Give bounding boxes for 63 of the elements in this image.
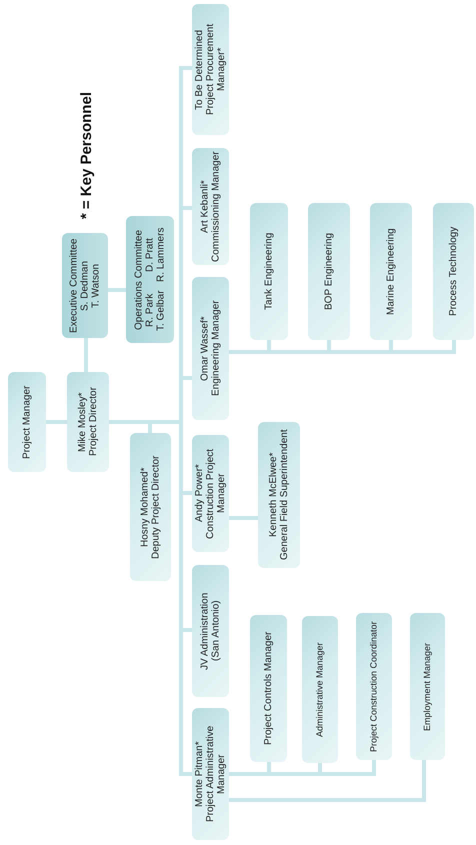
node-text: Andy Power*: [194, 464, 205, 522]
node-text: Art Kebanli*: [200, 180, 210, 233]
org-box: [250, 615, 287, 762]
org-box: [192, 148, 229, 265]
node-text: Marine Engineering: [386, 228, 396, 315]
node-text: To Be Determined: [194, 29, 205, 110]
key-note: * = Key Personnel: [78, 92, 95, 220]
org-box: [67, 372, 109, 472]
node-text: R. Park: [144, 292, 156, 330]
node-text: Process Technology: [448, 226, 459, 316]
connector-line: [84, 338, 88, 372]
node-text: Tank Engineering: [264, 232, 274, 310]
node-text: Commissioning Manager: [210, 151, 222, 262]
node-text: Project Construction Coordinator: [368, 621, 380, 752]
org-box: [192, 708, 229, 840]
node-text: Employment Manager: [422, 642, 433, 731]
node-text: Project Controls Manager: [263, 632, 274, 746]
node-text: Project Director: [88, 388, 99, 456]
org-box: [192, 565, 229, 697]
node-text: Construction Project Manager: [205, 447, 227, 541]
connector-line: [229, 516, 258, 520]
org-box: [356, 613, 392, 760]
node-text: Omar Wassef*: [200, 316, 210, 381]
org-box: [250, 203, 288, 340]
node-text: General Field Superintendent: [279, 430, 290, 560]
node-text: S. Dedman: [80, 260, 90, 311]
node-text: R. Lammers: [156, 228, 166, 282]
node-text: T. Watson: [90, 263, 102, 308]
node-text: JV Administration: [200, 592, 210, 670]
node-text: Mike Mosley*: [77, 392, 88, 452]
org-box: [130, 433, 171, 581]
org-box: [192, 277, 229, 420]
org-box: [126, 216, 174, 343]
node-text: Executive Committee: [68, 238, 80, 333]
org-box: [302, 616, 338, 763]
connector-line: [108, 288, 126, 292]
connector-line: [229, 760, 426, 802]
node-text: Kenneth McElwee*: [268, 452, 279, 538]
org-box: [410, 613, 445, 760]
org-box: [370, 203, 412, 340]
org-box: [192, 435, 229, 552]
node-text: Project Procurement Manager*: [205, 22, 227, 118]
org-box: [308, 203, 350, 340]
node-text: T. Gelbar: [156, 290, 166, 332]
connector-line: [46, 420, 67, 424]
connector-line: [229, 340, 456, 354]
node-text: BOP Engineering: [324, 232, 334, 310]
org-box: [258, 422, 300, 568]
org-box: [62, 233, 108, 338]
org-box: [433, 203, 474, 340]
node-text: Monte Pitman*: [194, 741, 205, 807]
node-text: D. Pratt: [144, 237, 156, 274]
connector-line: [109, 420, 192, 776]
node-text: Administrative Manager: [314, 642, 326, 737]
node-text: Project Administrative Manager: [205, 724, 227, 824]
node-text: Operations Committee: [134, 229, 144, 330]
node-text: Deputy Project Director: [150, 455, 162, 559]
org-box: [192, 4, 229, 135]
org-box: [8, 372, 46, 472]
node-text: Hosny Mohamed*: [140, 467, 150, 547]
node-text: Project Manager: [22, 385, 32, 459]
node-text: Engineering Manager: [210, 300, 222, 396]
node-text: (San Antonio): [210, 600, 222, 662]
